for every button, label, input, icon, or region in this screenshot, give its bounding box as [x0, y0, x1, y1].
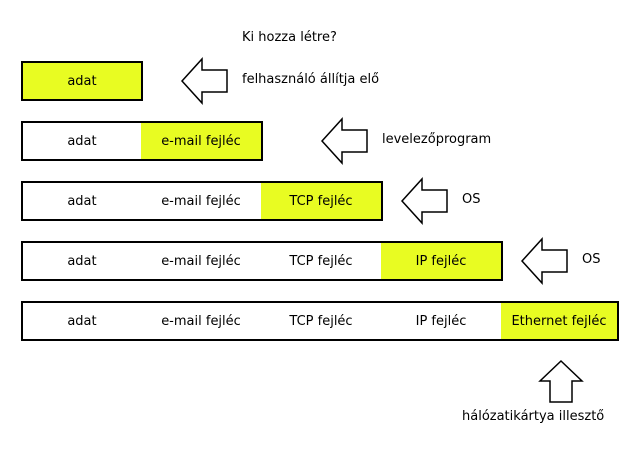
- header-cell: Ethernet fejléc: [501, 301, 619, 341]
- left-arrow-icon: [400, 177, 448, 225]
- header-cell: e-mail fejléc: [141, 241, 263, 281]
- left-arrow-icon: [320, 117, 368, 165]
- header-cell: e-mail fejléc: [141, 121, 263, 161]
- left-arrow-icon: [520, 237, 568, 285]
- header-cell: TCP fejléc: [261, 301, 383, 341]
- creator-label: OS: [462, 192, 481, 207]
- up-arrow-icon: [538, 359, 584, 403]
- creator-label: levelezőprogram: [382, 132, 492, 147]
- header-cell: e-mail fejléc: [141, 301, 263, 341]
- header-cell: adat: [21, 181, 143, 221]
- header-cell: adat: [21, 241, 143, 281]
- header-cell: adat: [21, 121, 143, 161]
- header-cell: e-mail fejléc: [141, 181, 263, 221]
- header-cell: IP fejléc: [381, 241, 503, 281]
- header-cell: adat: [21, 61, 143, 101]
- header-cell: TCP fejléc: [261, 181, 383, 221]
- creator-label: hálózatikártya illesztő: [462, 409, 605, 424]
- diagram-title: Ki hozza létre?: [242, 30, 337, 45]
- creator-label: felhasználó állítja elő: [242, 72, 380, 87]
- left-arrow-icon: [180, 57, 228, 105]
- header-cell: IP fejléc: [381, 301, 503, 341]
- creator-label: OS: [582, 252, 601, 267]
- header-cell: adat: [21, 301, 143, 341]
- header-cell: TCP fejléc: [261, 241, 383, 281]
